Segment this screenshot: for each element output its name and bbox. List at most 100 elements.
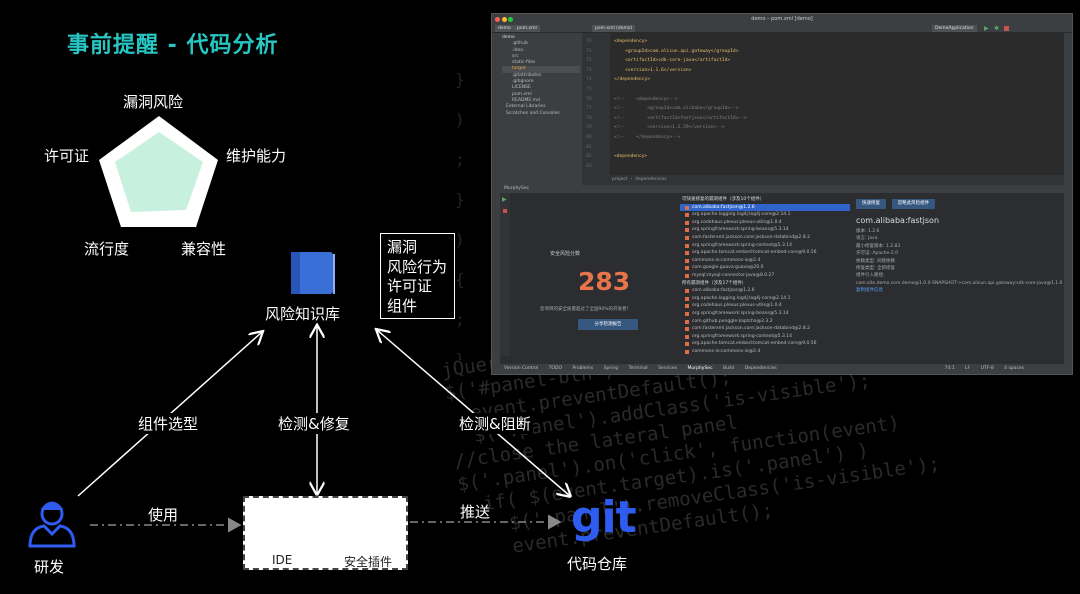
status-tab[interactable]: Version Control: [504, 366, 539, 371]
status-tab[interactable]: Terminal: [628, 366, 648, 371]
knowledge-base-label: 风险知识库: [265, 305, 341, 323]
line-number: 80: [586, 134, 592, 140]
quick-fix-button[interactable]: 快速修复: [856, 199, 886, 209]
code-line: <artifactId>sdk-core-java</artifactId>: [614, 58, 731, 64]
dependency-item[interactable]: org.apache.tomcat.embed:tomcat-embed-cor…: [680, 249, 850, 257]
dependency-item[interactable]: commons-io:commons-io@2.4: [680, 257, 850, 265]
breadcrumb-item[interactable]: project: [612, 177, 628, 182]
dependency-item[interactable]: com.alibaba:fastjson@1.2.6: [680, 203, 850, 212]
dependency-item[interactable]: org.springframework:spring-context@5.3.1…: [680, 242, 850, 250]
tree-item[interactable]: src: [512, 53, 519, 59]
panel-title: MurphySec: [504, 186, 530, 191]
dependency-item[interactable]: com.google.guava:guava@20.0: [680, 264, 850, 272]
dependency-item[interactable]: org.apache.logging.log4j:log4j-core@2.14…: [680, 211, 850, 219]
encoding[interactable]: UTF-8: [980, 366, 994, 371]
share-report-button[interactable]: 分享检测报告: [578, 319, 638, 330]
dependency-item[interactable]: org.apache.logging.log4j:log4j-core@2.14…: [680, 295, 850, 303]
dependency-item[interactable]: com.alibaba:fastjson@1.2.6: [680, 287, 850, 295]
status-tab[interactable]: TODO: [548, 366, 562, 371]
dependency-item[interactable]: org.codehaus.plexus:plexus-utils@1.0.4: [680, 302, 850, 310]
line-number: 78: [586, 115, 592, 121]
score-label: 安全风险分数: [550, 251, 581, 257]
tree-item[interactable]: Scratches and Consoles: [506, 110, 560, 116]
tree-root[interactable]: demo: [502, 35, 515, 40]
ide-titlebar: demo – pom.xml [demo]: [492, 14, 1072, 24]
fixable-header[interactable]: 可快速修复的漏洞组件（涉及10个组件）: [682, 197, 765, 202]
run-config-select[interactable]: DemoApplication: [932, 25, 977, 32]
page-title: 事前提醒 - 代码分析: [67, 33, 279, 58]
all-header[interactable]: 所有漏洞组件（涉及17个组件）: [682, 280, 747, 286]
debug-icon[interactable]: ✱: [994, 25, 1000, 32]
tree-item[interactable]: target: [502, 66, 580, 73]
breadcrumb-item[interactable]: dependencies: [635, 177, 667, 182]
radar-label-bottom-right: 兼容性: [181, 240, 227, 258]
detail-row: 修复类型: 全新修复: [856, 265, 895, 271]
dependency-item[interactable]: org.apache.tomcat.embed:tomcat-embed-cor…: [680, 340, 850, 348]
line-ending[interactable]: LF: [965, 366, 971, 371]
cursor-position[interactable]: 74:1: [944, 366, 955, 371]
copy-info-link[interactable]: 复制组件信息: [856, 288, 883, 294]
project-tab[interactable]: demo: [495, 25, 514, 32]
murphysec-panel: ▶ 安全风险分数 283 您项目的安全质量超过了全国90%的开发者！ 分享检测报…: [500, 193, 1064, 356]
tree-item[interactable]: .gitattributes: [512, 72, 542, 78]
status-tab[interactable]: Dependencies: [744, 366, 777, 371]
dependency-item[interactable]: org.springframework:spring-context@5.3.1…: [680, 333, 850, 341]
tree-item[interactable]: .github: [512, 41, 528, 47]
edge-label-select: 组件选型: [136, 413, 201, 434]
radar-label-bottom-left: 流行度: [84, 240, 130, 258]
dependency-item[interactable]: org.springframework:spring-beans@5.3.14: [680, 310, 850, 318]
stop-icon[interactable]: [1004, 26, 1009, 31]
tree-item[interactable]: pom.xml: [512, 91, 532, 97]
tree-item[interactable]: .gitignore: [512, 79, 534, 85]
dependency-item[interactable]: commons-io:commons-io@2.4: [680, 348, 850, 356]
ide-toolbar: demo pom.xml pom.xml (demo) DemoApplicat…: [492, 24, 1072, 33]
code-editor[interactable]: 70 71 72 73 74 75 76 77 78 79 80 81 82 8…: [582, 33, 1064, 175]
note-line: 漏洞: [387, 238, 418, 256]
dependency-item[interactable]: com.github.penggle:kaptcha@2.3.2: [680, 318, 850, 326]
rerun-icon[interactable]: ▶: [502, 196, 507, 203]
dependency-item[interactable]: org.codehaus.plexus:plexus-utils@1.0.4: [680, 219, 850, 227]
dependency-item[interactable]: com.fasterxml.jackson.core:jackson-datab…: [680, 234, 850, 242]
status-tab[interactable]: Spring: [603, 366, 619, 371]
detail-row: 许可证: Apache-2.0: [856, 251, 899, 257]
line-number: 74: [586, 77, 592, 83]
detail-row: 组件引入路径:: [856, 273, 885, 279]
component-name: com.alibaba:fastjson: [856, 216, 940, 225]
ignore-button[interactable]: 忽略此风险组件: [891, 199, 936, 209]
tree-item[interactable]: .idea: [512, 47, 524, 53]
editor-breadcrumb: project › dependencies: [582, 175, 1064, 185]
developer-icon: [28, 501, 76, 548]
status-tab[interactable]: Build: [722, 366, 735, 371]
indent[interactable]: 4 spaces: [1004, 366, 1024, 371]
line-number: 72: [586, 58, 592, 64]
tree-item[interactable]: static-files: [512, 60, 536, 66]
book-icon: [291, 252, 335, 294]
code-line: <groupId>com.alicun.api.gateway</groupId…: [614, 48, 739, 54]
status-tab[interactable]: Problems: [572, 366, 594, 371]
run-icon[interactable]: ▶: [984, 25, 989, 32]
code-content: <dependency> <groupId>com.alicun.api.gat…: [614, 37, 747, 162]
line-number: 77: [586, 106, 592, 112]
tree-item[interactable]: LICENSE: [512, 85, 531, 91]
dependency-item[interactable]: com.fasterxml.jackson.core:jackson-datab…: [680, 325, 850, 333]
tree-item[interactable]: External Libraries: [506, 104, 546, 110]
code-line: <!-- <groupId>com.alibaba</groupId>-->: [614, 106, 739, 112]
repo-label: 代码仓库: [567, 555, 628, 573]
status-tab[interactable]: Services: [658, 366, 678, 371]
code-line: <version>1.1.6</version>: [614, 67, 692, 73]
edge-label-detect-fix: 检测&修复: [276, 413, 352, 434]
file-tab[interactable]: pom.xml: [514, 25, 540, 32]
radar-label-top: 漏洞风险: [123, 93, 184, 111]
line-number: 75: [586, 86, 592, 92]
score-section: 安全风险分数 283 您项目的安全质量超过了全国90%的开发者！ 分享检测报告: [510, 193, 680, 356]
stop-scan-icon[interactable]: [503, 209, 507, 213]
note-line: 许可证: [387, 277, 433, 295]
dependency-item[interactable]: mysql:mysql-connector-java@8.0.27: [680, 272, 850, 280]
tree-item[interactable]: README.md: [512, 97, 540, 103]
edge-label-use: 使用: [148, 506, 179, 524]
status-tab[interactable]: MurphySec: [687, 366, 713, 371]
score-description: 您项目的安全质量超过了全国90%的开发者！: [540, 307, 632, 312]
dependency-item[interactable]: org.springframework:spring-beans@5.3.14: [680, 226, 850, 234]
ide-screenshot: demo – pom.xml [demo] demo pom.xml pom.x…: [491, 13, 1073, 375]
editor-tab[interactable]: pom.xml (demo): [592, 25, 636, 32]
